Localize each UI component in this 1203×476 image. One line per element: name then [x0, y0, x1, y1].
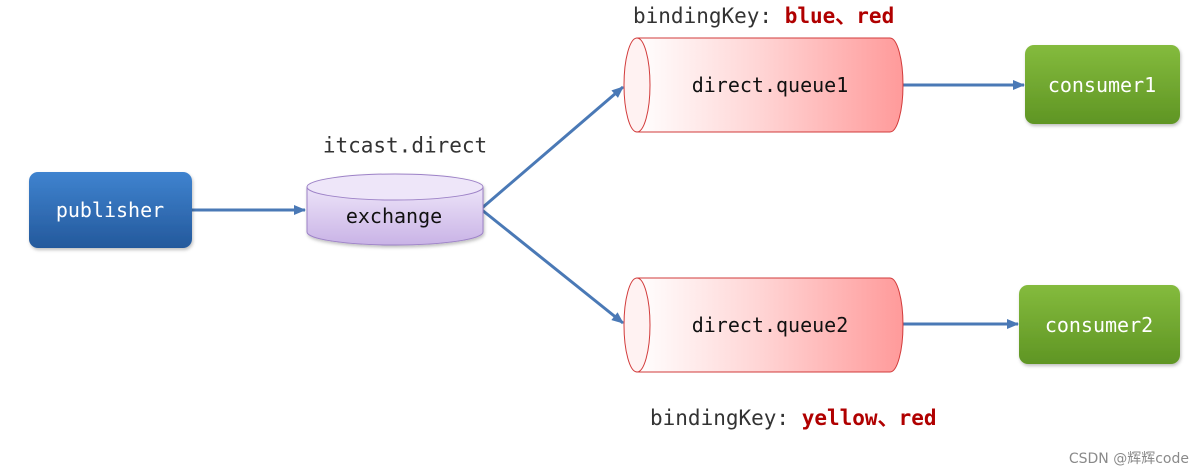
consumer1-box	[1025, 45, 1180, 124]
consumer1-label: consumer1	[1047, 73, 1157, 97]
binding-key-2-label: bindingKey: yellow、red	[650, 408, 937, 429]
binding-key-2-value: yellow、red	[801, 406, 937, 430]
exchange-cylinder	[306, 173, 484, 246]
binding-key-2-prefix: bindingKey:	[650, 406, 802, 430]
queue2-cylinder	[623, 277, 904, 373]
exchange-label: exchange	[345, 204, 443, 228]
arrow-exchange-to-queue2	[481, 208, 624, 325]
exchange-name-label: itcast.direct	[322, 133, 488, 158]
queue2-label: direct.queue2	[691, 313, 849, 337]
binding-key-1-value: blue、red	[784, 4, 895, 28]
binding-key-1-prefix: bindingKey:	[633, 4, 785, 28]
arrow-exchange-to-queue1	[481, 85, 624, 210]
publisher-box	[29, 172, 192, 248]
binding-key-1-label: bindingKey: blue、red	[633, 6, 894, 27]
watermark: CSDN @辉辉code	[1068, 451, 1189, 467]
consumer2-box	[1019, 285, 1180, 364]
consumer2-label: consumer2	[1044, 313, 1154, 337]
queue1-cylinder	[623, 37, 904, 133]
publisher-label: publisher	[55, 198, 165, 222]
queue1-label: direct.queue1	[691, 73, 849, 97]
